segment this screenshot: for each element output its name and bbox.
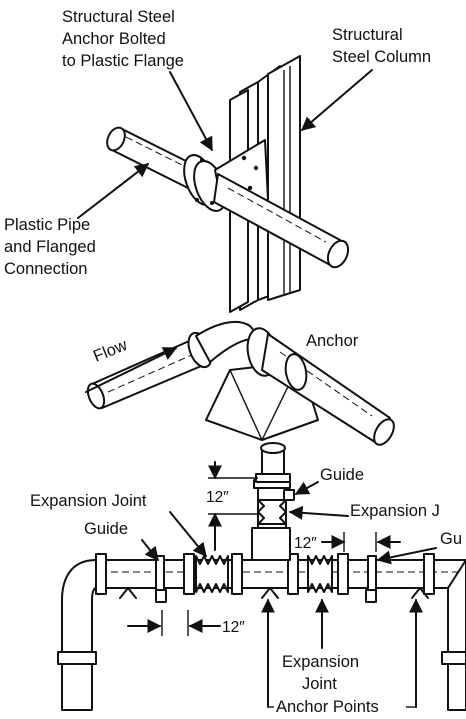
label-guide-right: Gu — [440, 530, 462, 548]
label-plastic-pipe-flanged-connection: Plastic Pipe and Flanged Connection — [4, 216, 96, 278]
plastic-pipe-top — [106, 126, 350, 269]
column-leader-arrow — [300, 69, 373, 131]
svg-text:Anchor Bolted: Anchor Bolted — [62, 30, 166, 48]
svg-text:Steel Column: Steel Column — [332, 48, 431, 66]
tee-and-riser — [251, 442, 295, 561]
label-guide-top: Guide — [320, 466, 364, 484]
label-guide-left: Guide — [84, 520, 128, 538]
flow-arrow — [85, 347, 178, 393]
dimension-horizontal-12in-bottom: 12″ — [127, 610, 245, 636]
svg-text:Expansion: Expansion — [282, 653, 359, 671]
label-structural-steel-anchor: Structural Steel Anchor Bolted to Plasti… — [62, 8, 184, 70]
svg-text:to Plastic Flange: to Plastic Flange — [62, 52, 184, 70]
dimension-vertical-12in: 12″ — [206, 461, 258, 551]
svg-text:Joint: Joint — [302, 675, 337, 693]
expansion-joint-left — [195, 555, 229, 593]
guide-left-arrow — [141, 539, 159, 562]
label-structural-steel-column: Structural Steel Column — [332, 26, 431, 66]
label-anchor-points: Anchor Points — [276, 698, 379, 716]
svg-text:12″: 12″ — [206, 489, 229, 506]
anchor-points-bracket: Anchor Points — [261, 598, 423, 716]
flow-label: Flow — [91, 336, 130, 366]
pipe-leader-arrow — [77, 163, 150, 219]
pipe-guides — [155, 589, 377, 603]
expansion-right-arrow — [288, 505, 349, 520]
svg-text:Structural Steel: Structural Steel — [62, 8, 175, 26]
horizontal-pipe-run — [57, 553, 466, 711]
elbow-anchor — [86, 320, 395, 446]
svg-text:12″: 12″ — [294, 535, 317, 552]
anchor-ticks — [119, 587, 429, 599]
anchor-leader-arrow — [169, 71, 213, 152]
svg-text:Plastic Pipe: Plastic Pipe — [4, 216, 90, 234]
expansion-joint-right — [307, 555, 333, 593]
dimension-horizontal-12in-top: 12″ — [289, 532, 401, 552]
svg-text:Connection: Connection — [4, 260, 87, 278]
guide-right-arrow — [376, 547, 437, 565]
svg-text:Structural: Structural — [332, 26, 403, 44]
expansion-left-arrow — [169, 511, 207, 558]
svg-text:and Flanged: and Flanged — [4, 238, 96, 256]
label-expansion-joint-right: Expansion J — [350, 502, 440, 520]
anchor-label: Anchor — [306, 332, 359, 350]
label-expansion-joint-left: Expansion Joint — [30, 492, 147, 510]
guide-top-arrow — [294, 481, 319, 495]
svg-text:12″: 12″ — [222, 619, 245, 636]
label-expansion-joint-bottom: Expansion Joint — [282, 653, 359, 693]
